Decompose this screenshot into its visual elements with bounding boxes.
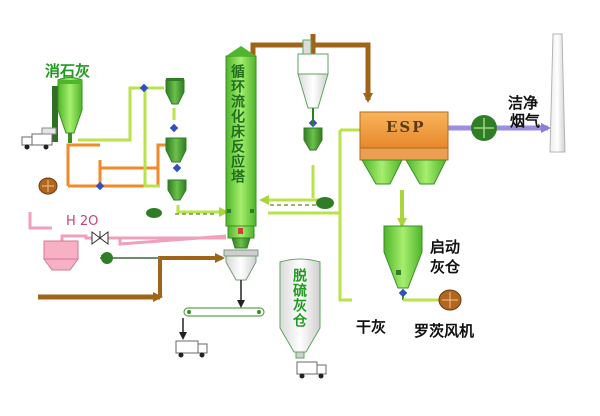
roots-fan-icon: [438, 289, 462, 311]
lime-truck: [21, 127, 57, 150]
ash-truck-left: [175, 340, 208, 358]
desulf-ash-silo: [279, 258, 321, 359]
water-pump-icon: [101, 252, 113, 264]
label-water: H 2O: [66, 214, 99, 229]
water-tank: [43, 240, 79, 271]
water-valve-icon: [91, 231, 109, 245]
label-dry-ash: 干灰: [356, 318, 387, 336]
reactor-tower: [225, 46, 257, 249]
conveyor-belt: [183, 307, 265, 317]
recycle-pipes: [259, 128, 360, 302]
feeder-dots: [95, 83, 182, 191]
lime-silo: [52, 77, 83, 143]
ash-truck-right: [296, 361, 327, 379]
cyclone: [297, 39, 329, 109]
dosing-silo-2: [165, 137, 187, 163]
dosing-silo-3: [167, 179, 187, 201]
label-startup-ash-1: 启动: [430, 238, 461, 256]
feeder-disc-right: [316, 197, 334, 209]
startup-ash-silo: [383, 225, 423, 300]
water-pipes: [28, 212, 227, 246]
esp-fan: [471, 115, 497, 141]
lime-transport-pipes: [66, 143, 166, 188]
label-roots-fan: 罗茨风机: [414, 322, 475, 340]
lime-fan: [38, 177, 58, 195]
lime-powder-pipes: [78, 86, 229, 217]
label-esp: ESP: [386, 118, 426, 136]
label-clean-gas-2: 烟气: [510, 112, 541, 130]
cyclone-lower-hopper: [303, 108, 323, 151]
dosing-silo-1: [165, 78, 185, 105]
label-startup-ash-2: 灰仓: [430, 258, 461, 276]
label-desulf-silo: 脱硫灰仓: [291, 268, 307, 328]
label-reactor: 循环流化床反应塔: [229, 64, 245, 184]
label-clean-gas-1: 洁净: [508, 94, 539, 112]
reactor-base-hopper: [223, 249, 259, 308]
esp-unit: [359, 111, 449, 185]
label-limestone: 消石灰: [45, 62, 91, 80]
chimney: [549, 33, 566, 153]
feeder-disc-left: [146, 208, 162, 218]
